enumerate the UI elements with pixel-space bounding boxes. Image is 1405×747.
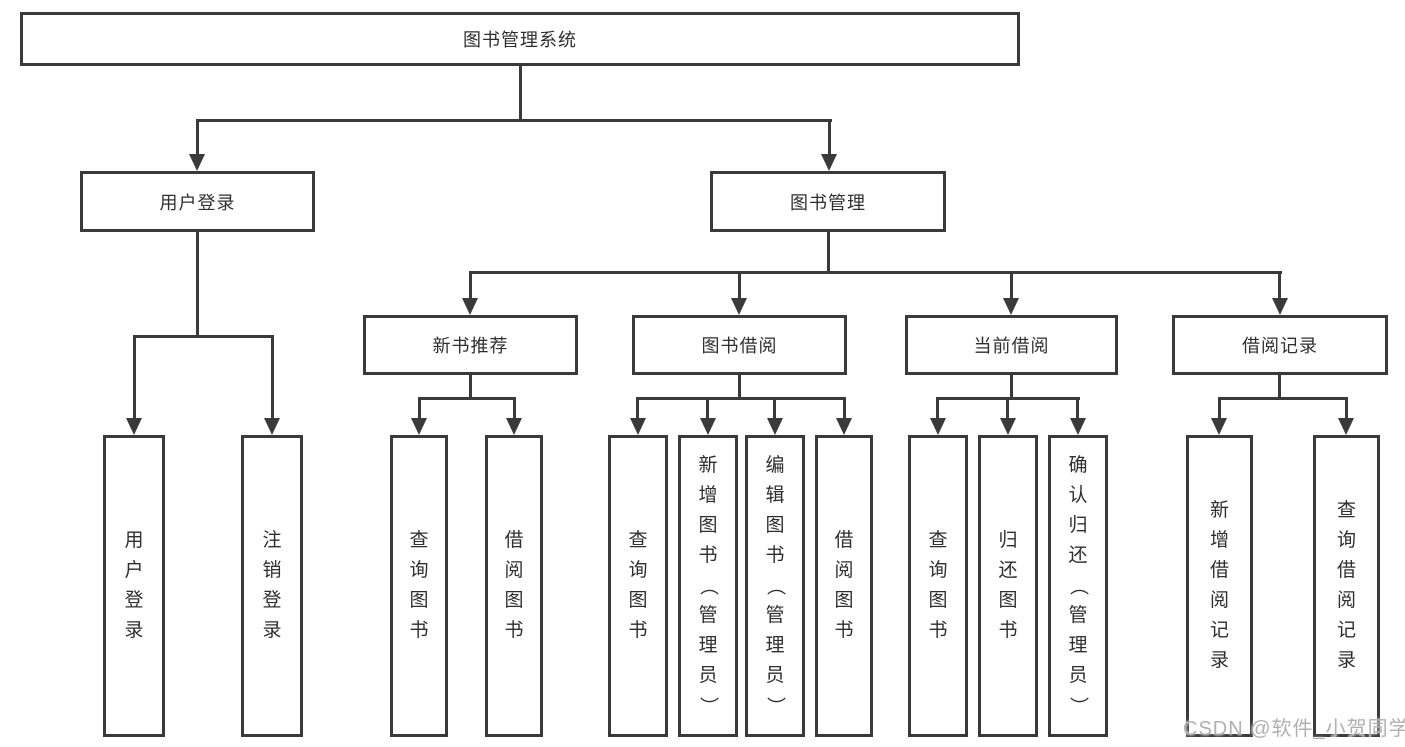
- node-label: 借阅记录: [1242, 336, 1318, 356]
- connector-line: [738, 271, 741, 301]
- node-book-borrow: 图书借阅: [632, 315, 847, 375]
- connector-line: [1345, 397, 1348, 421]
- leaf-label: 查询图书: [628, 530, 648, 641]
- connector-line: [1278, 375, 1281, 400]
- leaf-label: 新增借阅记录: [1209, 500, 1229, 671]
- arrowhead-icon: [821, 154, 837, 171]
- connector-line: [469, 271, 472, 301]
- arrowhead-icon: [731, 298, 747, 315]
- leaf-label: 借阅图书: [504, 530, 524, 641]
- connector-line: [1218, 397, 1221, 421]
- leaf-add-borrow-record: 新增借阅记录: [1186, 435, 1253, 737]
- leaf-label: 注销登录: [262, 530, 282, 641]
- connector-line: [271, 335, 274, 420]
- connector-line: [1010, 271, 1013, 301]
- connector-line: [843, 397, 846, 421]
- leaf-borrow-books: 借阅图书: [815, 435, 873, 737]
- leaf-add-books-admin: 新增图书（管理员）: [678, 435, 738, 737]
- leaf-logout: 注销登录: [241, 435, 303, 737]
- leaf-label: 借阅图书: [834, 530, 854, 641]
- arrowhead-icon: [1272, 298, 1288, 315]
- leaf-query-books: 查询图书: [908, 435, 968, 737]
- connector-line: [636, 397, 639, 421]
- connector-line: [469, 375, 472, 400]
- arrowhead-icon: [189, 154, 205, 171]
- connector-line: [706, 397, 709, 421]
- connector-line: [418, 397, 421, 421]
- arrowhead-icon: [506, 418, 522, 435]
- node-root-system: 图书管理系统: [20, 12, 1020, 66]
- arrowhead-icon: [836, 418, 852, 435]
- connector-line: [936, 397, 939, 421]
- connector-line: [1006, 397, 1009, 421]
- node-label: 当前借阅: [973, 336, 1050, 356]
- node-label: 图书借阅: [701, 336, 778, 356]
- connector-line: [469, 271, 1282, 274]
- arrowhead-icon: [126, 418, 142, 435]
- connector-line: [773, 397, 776, 421]
- connector-line: [513, 397, 516, 421]
- leaf-user-login: 用户登录: [103, 435, 165, 737]
- leaf-query-books: 查询图书: [390, 435, 448, 737]
- leaf-edit-books-admin: 编辑图书（管理员）: [745, 435, 805, 737]
- node-book-management-branch: 图书管理: [710, 171, 946, 232]
- node-label: 图书管理系统: [463, 30, 577, 50]
- node-borrow-records: 借阅记录: [1172, 315, 1388, 375]
- arrowhead-icon: [630, 418, 646, 435]
- leaf-label: 查询借阅记录: [1336, 500, 1356, 671]
- connector-line: [196, 119, 832, 122]
- leaf-label: 新增图书（管理员）: [697, 455, 719, 716]
- connector-line: [1278, 271, 1281, 301]
- connector-line: [196, 232, 199, 336]
- node-new-book-recommend: 新书推荐: [363, 315, 578, 375]
- arrowhead-icon: [1070, 418, 1086, 435]
- arrowhead-icon: [1000, 418, 1016, 435]
- node-label: 图书管理: [790, 192, 866, 213]
- leaf-query-borrow-record: 查询借阅记录: [1313, 435, 1380, 737]
- connector-line: [828, 119, 831, 157]
- connector-line: [133, 335, 274, 338]
- leaf-return-books: 归还图书: [978, 435, 1038, 737]
- arrowhead-icon: [1338, 418, 1354, 435]
- leaf-borrow-books: 借阅图书: [485, 435, 543, 737]
- leaf-label: 归还图书: [998, 530, 1018, 641]
- leaf-query-books: 查询图书: [608, 435, 668, 737]
- leaf-label: 查询图书: [928, 530, 948, 641]
- connector-line: [738, 375, 741, 400]
- connector-line: [636, 397, 846, 400]
- arrowhead-icon: [1003, 298, 1019, 315]
- leaf-label: 确认归还（管理员）: [1067, 455, 1089, 716]
- connector-line: [196, 119, 199, 157]
- arrowhead-icon: [767, 418, 783, 435]
- connector-line: [1218, 397, 1348, 400]
- node-label: 新书推荐: [432, 336, 509, 356]
- connector-line: [1076, 397, 1079, 421]
- connector-line: [519, 66, 522, 120]
- node-current-borrow: 当前借阅: [905, 315, 1118, 375]
- leaf-label: 编辑图书（管理员）: [764, 455, 786, 716]
- leaf-label: 查询图书: [409, 530, 429, 641]
- connector-line: [133, 335, 136, 420]
- connector-line: [418, 397, 516, 400]
- node-user-login-branch: 用户登录: [80, 171, 315, 232]
- watermark: CSDN @软件_小贺同学: [1183, 718, 1405, 740]
- arrowhead-icon: [264, 418, 280, 435]
- arrowhead-icon: [930, 418, 946, 435]
- arrowhead-icon: [411, 418, 427, 435]
- node-label: 用户登录: [159, 192, 236, 213]
- connector-line: [1010, 375, 1013, 400]
- arrowhead-icon: [700, 418, 716, 435]
- arrowhead-icon: [1211, 418, 1227, 435]
- leaf-label: 用户登录: [124, 530, 144, 641]
- leaf-confirm-return-admin: 确认归还（管理员）: [1048, 435, 1108, 737]
- connector-line: [827, 232, 830, 274]
- arrowhead-icon: [462, 298, 478, 315]
